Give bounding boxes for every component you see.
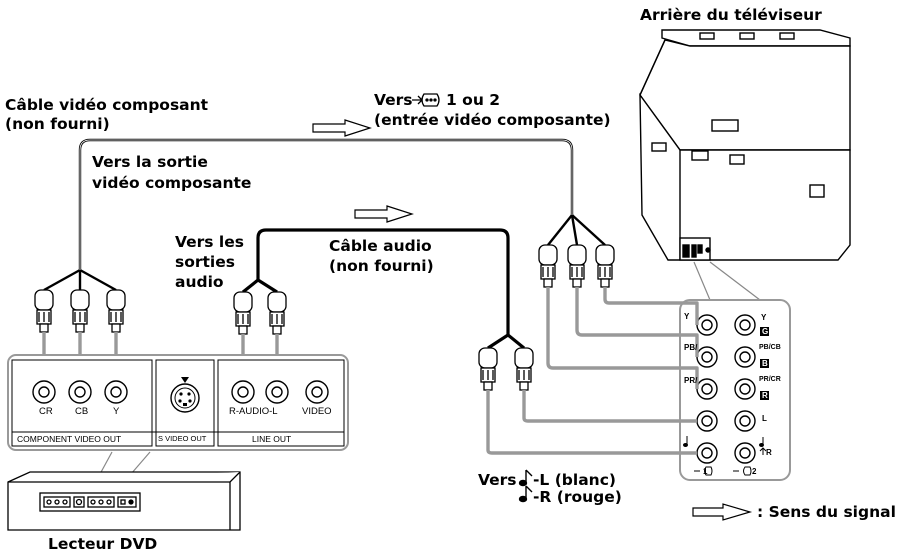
tv-in2-pb-label: PB/CB: [759, 344, 781, 351]
to-input-label-suffix: 1 ou 2: [446, 91, 501, 109]
dvd-jack-audio-label: R-AUDIO-L: [229, 406, 278, 417]
to-input-label-prefix: Vers: [374, 91, 413, 109]
dvd-jack-video-label: VIDEO: [302, 406, 332, 417]
tv-zoom-lines: [693, 261, 761, 301]
component-cable-label-line1: Câble vidéo composant: [5, 96, 209, 114]
connection-lines-gray: [42, 287, 699, 455]
audio-right-label: -R (rouge): [533, 488, 622, 506]
tv-in2-l-label: L: [762, 414, 767, 423]
tv-in1-pr-label: PR/: [684, 376, 698, 385]
tv-in2-b-label: B: [762, 359, 768, 368]
component-plugs-dvd: [34, 289, 126, 333]
tv-in1-num-label: 1: [703, 467, 708, 476]
tv-in2-r-label: R: [762, 391, 768, 400]
signal-legend-label: : Sens du signal: [757, 503, 896, 521]
to-audio-out-label-line3: audio: [175, 273, 224, 291]
tv-in2-g-label: G: [762, 327, 769, 336]
component-plugs-tv: [538, 244, 615, 288]
component-input-icon: [412, 93, 440, 107]
component-cable-inner: [79, 139, 573, 270]
to-component-out-label-line1: Vers la sortie: [92, 153, 208, 171]
dvd-jack-y-label: Y: [113, 406, 120, 417]
audio-cable-label-line1: Câble audio: [329, 237, 432, 255]
s-video-jack-icon: [170, 377, 200, 413]
component-cable-label-line2: (non fourni): [5, 115, 110, 133]
audio-plugs-dvd: [233, 291, 287, 335]
dvd-player-label: Lecteur DVD: [48, 535, 158, 553]
dvd-section-component-label: COMPONENT VIDEO OUT: [17, 434, 122, 444]
tv-in2-y-label: Y: [761, 313, 767, 322]
to-audio-out-label-line1: Vers les: [175, 233, 244, 251]
tv-in1-y-label: Y: [684, 312, 690, 321]
audio-note-icon: [518, 469, 533, 503]
to-component-out-label-line2: vidéo composante: [92, 174, 252, 192]
tv-input-panel: [679, 299, 791, 481]
to-audio-out-label-line2: sorties: [175, 253, 235, 271]
to-input-label-line2: (entrée vidéo composante): [374, 111, 611, 129]
tv-in2-pr-label: PR/CR: [759, 376, 781, 383]
tv-rear-illustration: [639, 29, 851, 261]
audio-left-label: -L (blanc): [533, 471, 616, 489]
dvd-jacks: [32, 380, 329, 404]
audio-cable: [242, 228, 526, 350]
audio-plugs-tv: [478, 347, 534, 391]
tv-in1-pb-label: PB/: [684, 343, 698, 352]
dvd-section-svideo-label: S VIDEO OUT: [158, 434, 207, 443]
tv-back-label: Arrière du téléviseur: [640, 6, 822, 24]
to-audio-in-label-prefix: Vers: [478, 471, 517, 489]
dvd-player-illustration: [7, 471, 241, 531]
tv-panel-note-icons: [683, 436, 767, 476]
dvd-jack-cr-label: CR: [39, 406, 53, 417]
tv-in2-r-audio-label: R: [766, 448, 772, 457]
tv-in2-num-label: 2: [752, 467, 757, 476]
dvd-section-line-label: LINE OUT: [252, 434, 292, 444]
dvd-jack-cb-label: CB: [75, 406, 89, 417]
signal-direction-arrow-icon: [312, 119, 753, 521]
audio-cable-label-line2: (non fourni): [329, 257, 434, 275]
